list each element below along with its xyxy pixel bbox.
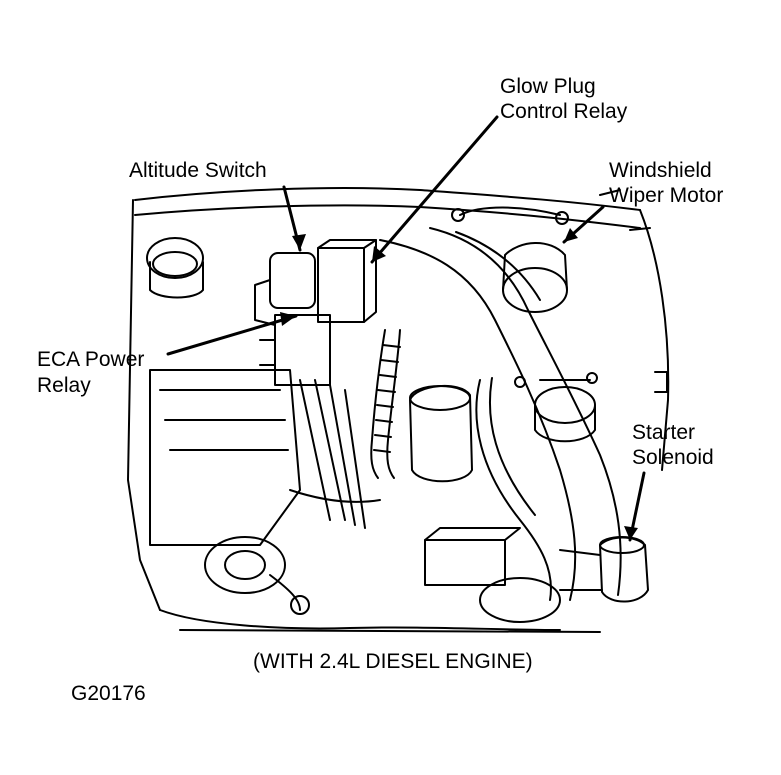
figure-id: G20176 — [71, 682, 146, 705]
cowl-line — [134, 187, 641, 211]
starter-solenoid — [599, 536, 649, 603]
starter-label-line1: Starter — [632, 421, 696, 444]
fuel-filter — [409, 384, 473, 483]
fender-right — [639, 209, 670, 471]
altitude-switch-body — [269, 252, 316, 309]
glow-plug-leader — [370, 115, 499, 264]
reservoir-cap — [146, 237, 204, 279]
wiper-motor — [502, 267, 568, 313]
eca-relay-body — [274, 314, 331, 386]
windshield-label-line1: Windshield — [609, 159, 712, 182]
eca-label-line2: Relay — [37, 374, 91, 397]
glow-plug-label-line2: Control Relay — [500, 100, 628, 123]
intake-hose-inner — [429, 227, 622, 596]
eca-label-line1: ECA Power — [37, 348, 145, 371]
eca-relay-leader — [166, 314, 298, 356]
starter-label-line2: Solenoid — [632, 446, 714, 469]
corrugated-hose — [370, 329, 386, 479]
figure-caption: (WITH 2.4L DIESEL ENGINE) — [253, 650, 533, 673]
fender-left — [127, 199, 161, 611]
engine-block — [149, 369, 301, 546]
altitude-switch-label: Altitude Switch — [129, 159, 267, 182]
windshield-label-line2: Wiper Motor — [609, 184, 724, 207]
strut-mount — [534, 386, 596, 424]
glow-plug-relay-box — [317, 247, 365, 323]
glow-plug-label-line1: Glow Plug — [500, 75, 596, 98]
